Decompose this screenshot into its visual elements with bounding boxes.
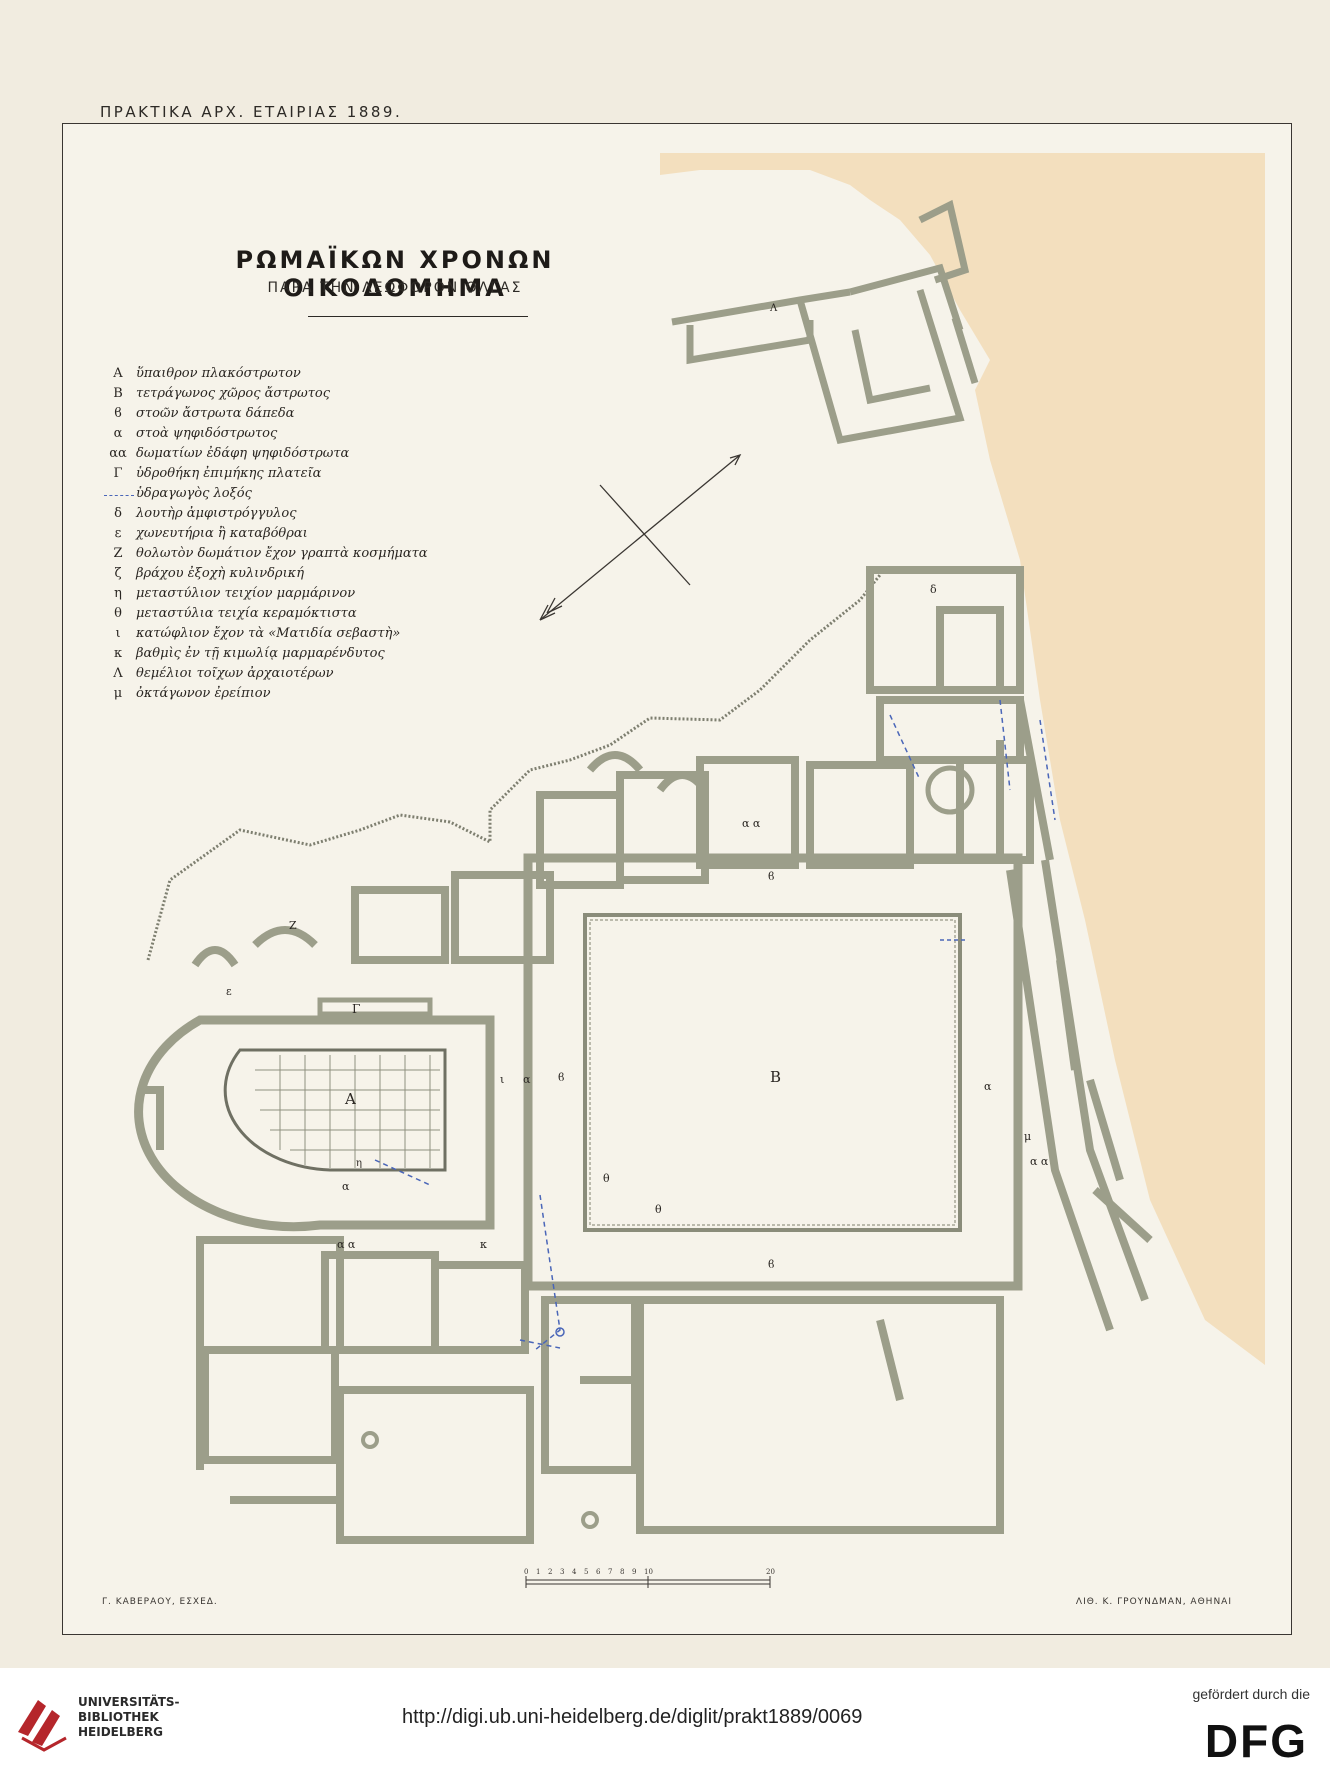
label-stoa-right: α bbox=[984, 1080, 992, 1093]
label-lambda: Λ bbox=[770, 303, 778, 314]
paved-court bbox=[134, 997, 495, 1232]
aqueduct-line bbox=[374, 699, 1056, 1351]
shore-walls bbox=[1006, 859, 1153, 1332]
legend-item: ὑδραγωγὸς λοξός bbox=[100, 486, 520, 506]
label-stoa-bottom: ϐ bbox=[768, 1258, 775, 1271]
label-iota: ι bbox=[500, 1073, 505, 1086]
draughtsman-credit: Γ. ΚΑΒΕΡΑΟΥ, ΕΣΧΕΔ. bbox=[102, 1597, 218, 1607]
university-library-logo-icon[interactable] bbox=[14, 1692, 70, 1754]
aqueduct-dash-icon bbox=[104, 495, 134, 496]
label-rooms-mid: α bbox=[523, 1073, 531, 1086]
north-rooms bbox=[191, 751, 1034, 968]
east-rooms bbox=[866, 566, 1054, 861]
label-delta: δ bbox=[930, 583, 937, 596]
lithographer-credit: ΛΙΘ. Κ. ΓΡΟΥΝΔΜΑΝ, ΑΘΗΝΑΙ bbox=[1075, 1597, 1232, 1607]
label-eta: η bbox=[356, 1158, 362, 1169]
label-vaulted-room: Ζ bbox=[289, 919, 297, 932]
dfg-logo[interactable]: DFG bbox=[1204, 1715, 1308, 1767]
label-cistern: Γ bbox=[352, 1002, 361, 1016]
label-epsilon: ε bbox=[226, 985, 232, 998]
sea-area bbox=[660, 153, 1265, 1365]
map-subtitle: ΠΑΡΑ ΤΗΝ ΛΕΩΦΟΡΟΝ ΟΛΓΑΣ bbox=[267, 280, 523, 296]
scale-bar bbox=[525, 1576, 771, 1588]
south-rooms bbox=[140, 1086, 1004, 1544]
label-court-b: Β bbox=[770, 1068, 782, 1086]
title-rule bbox=[308, 316, 528, 317]
label-theta-b: θ bbox=[655, 1203, 662, 1216]
label-stoa-top: ϐ bbox=[768, 870, 775, 883]
map-sheet: ΠΡΑΚΤΙΚΑ ΑΡΧ. ΕΤΑΙΡΙΑΣ 1889. bbox=[0, 0, 1330, 1668]
well-icon bbox=[555, 1327, 565, 1337]
north-arrow bbox=[539, 453, 742, 621]
label-stoa-left: ϐ bbox=[558, 1071, 565, 1084]
library-name[interactable]: UNIVERSITÄTS- BIBLIOTHEK HEIDELBERG bbox=[78, 1695, 180, 1739]
running-head: ΠΡΑΚΤΙΚΑ ΑΡΧ. ΕΤΑΙΡΙΑΣ 1889. bbox=[100, 103, 403, 121]
map-title: ΡΩΜΑΪΚΩΝ ΧΡΟΝΩΝ ΟΙΚΟΔΟΜΗΜΑ bbox=[235, 246, 555, 302]
site-plan bbox=[134, 153, 1265, 1588]
cliff-edge bbox=[146, 574, 882, 961]
label-kappa: κ bbox=[480, 1238, 487, 1251]
viewer-footer: UNIVERSITÄTS- BIBLIOTHEK HEIDELBERG http… bbox=[0, 1668, 1330, 1778]
permalink-url[interactable]: http://digi.ub.uni-heidelberg.de/diglit/… bbox=[402, 1706, 863, 1728]
north-annex bbox=[671, 199, 979, 445]
label-stoa-semicircle: α bbox=[342, 1180, 350, 1193]
label-rooms-bottom-left: α α bbox=[337, 1238, 356, 1251]
label-rooms-right: α α bbox=[1030, 1155, 1049, 1168]
label-rooms-top: α α bbox=[742, 817, 761, 830]
big-court bbox=[523, 853, 1023, 1291]
label-theta-a: θ bbox=[603, 1172, 610, 1185]
funded-by-label: gefördert durch die bbox=[1192, 1686, 1310, 1702]
label-court-a: Α bbox=[345, 1090, 356, 1108]
label-mu: μ bbox=[1024, 1130, 1032, 1143]
